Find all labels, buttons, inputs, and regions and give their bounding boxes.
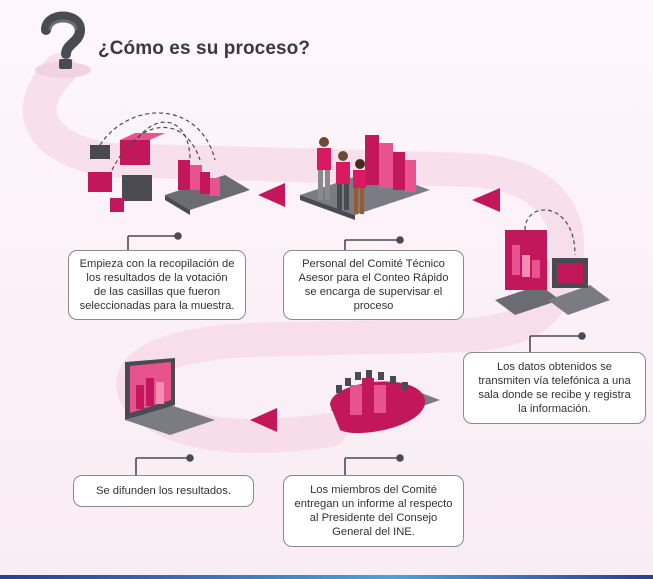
step-2-box: Personal del Comité Técnico Asesor para … — [283, 250, 464, 320]
step-3-text: Los datos obtenidos se transmiten vía te… — [478, 360, 631, 416]
question-mark-icon — [35, 11, 91, 78]
connector-lines — [127, 232, 586, 475]
step-4-box: Los miembros del Comité entregan un info… — [283, 475, 464, 547]
committee-staff-illustration — [300, 135, 430, 220]
arrow-2-icon — [472, 188, 500, 212]
step-5-text: Se difunden los resultados. — [96, 484, 231, 497]
bottom-accent-bar — [0, 575, 653, 579]
step-3-box: Los datos obtenidos se transmiten vía te… — [463, 352, 646, 424]
page-title: ¿Cómo es su proceso? — [98, 38, 311, 59]
arrow-3-icon — [250, 408, 277, 432]
arrow-1-icon — [258, 183, 285, 207]
step-4-text: Los miembros del Comité entregan un info… — [294, 483, 453, 539]
step-1-box: Empieza con la recopilación de los resul… — [68, 250, 246, 320]
data-transmission-illustration — [495, 209, 610, 315]
step-1-text: Empieza con la recopilación de los resul… — [79, 257, 235, 313]
committee-meeting-illustration — [330, 370, 440, 434]
step-5-box: Se difunden los resultados. — [73, 475, 254, 507]
results-laptop-illustration — [125, 358, 215, 435]
step-2-text: Personal del Comité Técnico Asesor para … — [298, 257, 449, 313]
ballot-collection-illustration — [88, 112, 250, 215]
